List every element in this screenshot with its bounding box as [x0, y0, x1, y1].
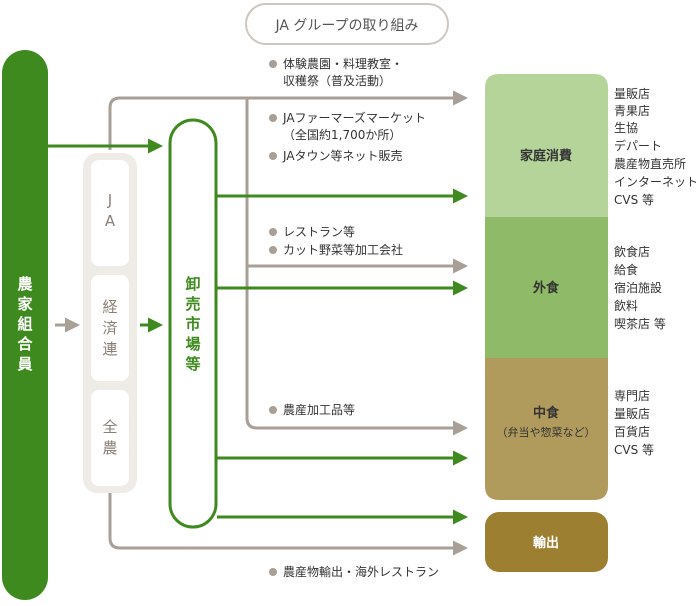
bullet-icon	[269, 228, 277, 236]
arrow-zennou-to-export	[108, 490, 468, 556]
outlet-item: デパート	[614, 138, 662, 153]
ja-item-ja	[91, 160, 129, 266]
ja-item-char: 農	[102, 439, 117, 457]
consumer-column: 家庭消費 外食 中食 （弁当や惣菜など） 輸出	[485, 74, 608, 572]
farmers-char: 合	[16, 335, 33, 353]
outlets: 量販店 青果店 生協 デパート 農産物直売所 インターネット CVS 等 飲食店…	[614, 87, 698, 457]
ja-item-char: 連	[102, 340, 117, 358]
branch-line	[245, 98, 468, 436]
farmers-node: 農 家 組 合 員	[2, 50, 48, 600]
ja-item-char: 全	[102, 418, 117, 436]
outlet-item: 生協	[614, 120, 638, 135]
note-text: JAタウン等ネット販売	[282, 148, 403, 163]
export-title: 輸出	[533, 535, 559, 551]
bullet-icon	[269, 60, 277, 68]
header-title: JA グループの取り組み	[274, 18, 418, 34]
ja-item-char: 済	[102, 319, 117, 337]
farmers-char: 員	[16, 355, 32, 373]
note-text: 農産物輸出・海外レストラン	[283, 564, 439, 579]
gaishoku-title: 外食	[532, 280, 560, 296]
header: JA グループの取り組み	[245, 3, 449, 45]
ja-group-box: J A 経 済 連 全 農	[83, 153, 137, 493]
farmers-char: 組	[17, 315, 32, 333]
note-text: 農産加工品等	[283, 402, 355, 417]
ja-flow-arrows	[55, 90, 468, 556]
wholesale-char: 売	[185, 295, 200, 313]
note-text: 収穫祭（普及活動）	[283, 74, 391, 88]
ja-item-keizairen	[91, 275, 129, 381]
nakashoku-segment	[485, 358, 608, 500]
wholesale-char: 卸	[185, 275, 200, 293]
export-box	[485, 512, 608, 572]
ja-item-char: A	[105, 212, 116, 230]
nakashoku-subtitle: （弁当や惣菜など）	[497, 425, 596, 439]
note-text: JAファーマーズマーケット	[282, 110, 426, 125]
outlet-item: 青果店	[614, 104, 650, 118]
wholesale-char: 場	[185, 335, 200, 353]
bullet-icon	[269, 568, 277, 576]
bullet-icon	[269, 114, 277, 122]
outlet-item: 喫茶店 等	[614, 316, 666, 331]
note-text: レストラン等	[283, 225, 355, 239]
bullet-icon	[269, 152, 277, 160]
ja-item-char: 経	[102, 298, 117, 316]
ja-item-zennou	[91, 390, 129, 486]
gaishoku-segment	[485, 217, 608, 358]
farmers-char: 農	[17, 275, 32, 293]
farmers-char: 家	[17, 295, 32, 313]
bullet-icon	[269, 406, 277, 414]
outlet-item: 量販店	[614, 407, 650, 421]
note-text: カット野菜等加工会社	[283, 242, 403, 257]
notes: 体験農園・料理教室・ 収穫祭（普及活動） JAファーマーズマーケット （全国約1…	[269, 56, 439, 579]
outlet-item: インターネット	[614, 175, 698, 189]
outlet-item: 専門店	[614, 389, 650, 403]
bullet-icon	[269, 246, 277, 254]
ja-item-char: J	[107, 191, 112, 209]
wholesale-char: 市	[185, 315, 200, 333]
katei-segment	[485, 74, 608, 217]
outlet-item: 飲料	[614, 298, 638, 313]
nakashoku-title: 中食	[533, 405, 560, 421]
outlet-item: 宿泊施設	[614, 280, 662, 295]
arrow-ja-to-katei	[108, 90, 468, 150]
outlet-item: 百貨店	[614, 424, 650, 439]
katei-title: 家庭消費	[520, 148, 572, 164]
outlet-item: 給食	[614, 262, 638, 277]
wholesale-char: 等	[185, 355, 200, 373]
green-flow-arrows	[48, 138, 468, 525]
wholesale-node: 卸 売 市 場 等	[168, 118, 218, 529]
outlet-item: 量販店	[614, 87, 650, 101]
outlet-item: CVS 等	[614, 193, 654, 207]
outlet-item: 農産物直売所	[614, 156, 686, 171]
note-text: 体験農園・料理教室・	[283, 56, 403, 71]
note-text: （全国約1,700か所）	[283, 127, 401, 142]
outlet-item: CVS 等	[614, 443, 654, 457]
outlet-item: 飲食店	[614, 244, 650, 259]
